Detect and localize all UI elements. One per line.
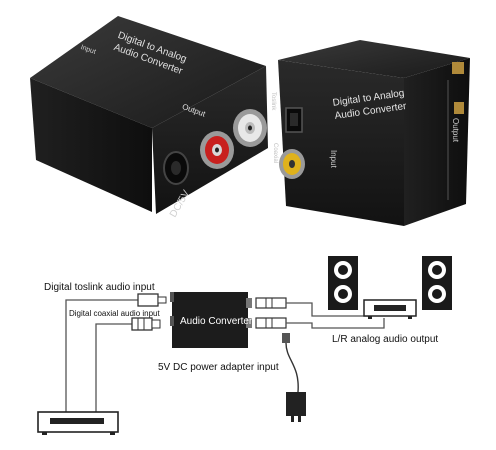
diagram-converter [170, 292, 252, 348]
right-speaker [422, 256, 452, 310]
rca-white-jack [233, 109, 267, 147]
power-input-label: 5V DC power adapter input [158, 362, 279, 373]
coaxial-plug [131, 317, 161, 331]
converter-label: Audio Converter [180, 316, 253, 327]
left-speaker [328, 256, 358, 310]
toslink-input-label: Digital toslink audio input [44, 282, 155, 293]
analog-output-label: L/R analog audio output [332, 334, 439, 345]
rca-output-plugs [255, 297, 287, 329]
toslink-plug [137, 293, 167, 307]
source-device [37, 411, 119, 435]
coaxial-input-label: Digital coaxial audio input [69, 309, 160, 318]
rca-coaxial-jack [279, 149, 305, 179]
amplifier [363, 299, 417, 319]
rca-red-jack [200, 131, 234, 169]
right-converter-box [278, 40, 470, 226]
power-adapter [282, 333, 306, 422]
left-converter-box [30, 16, 268, 214]
